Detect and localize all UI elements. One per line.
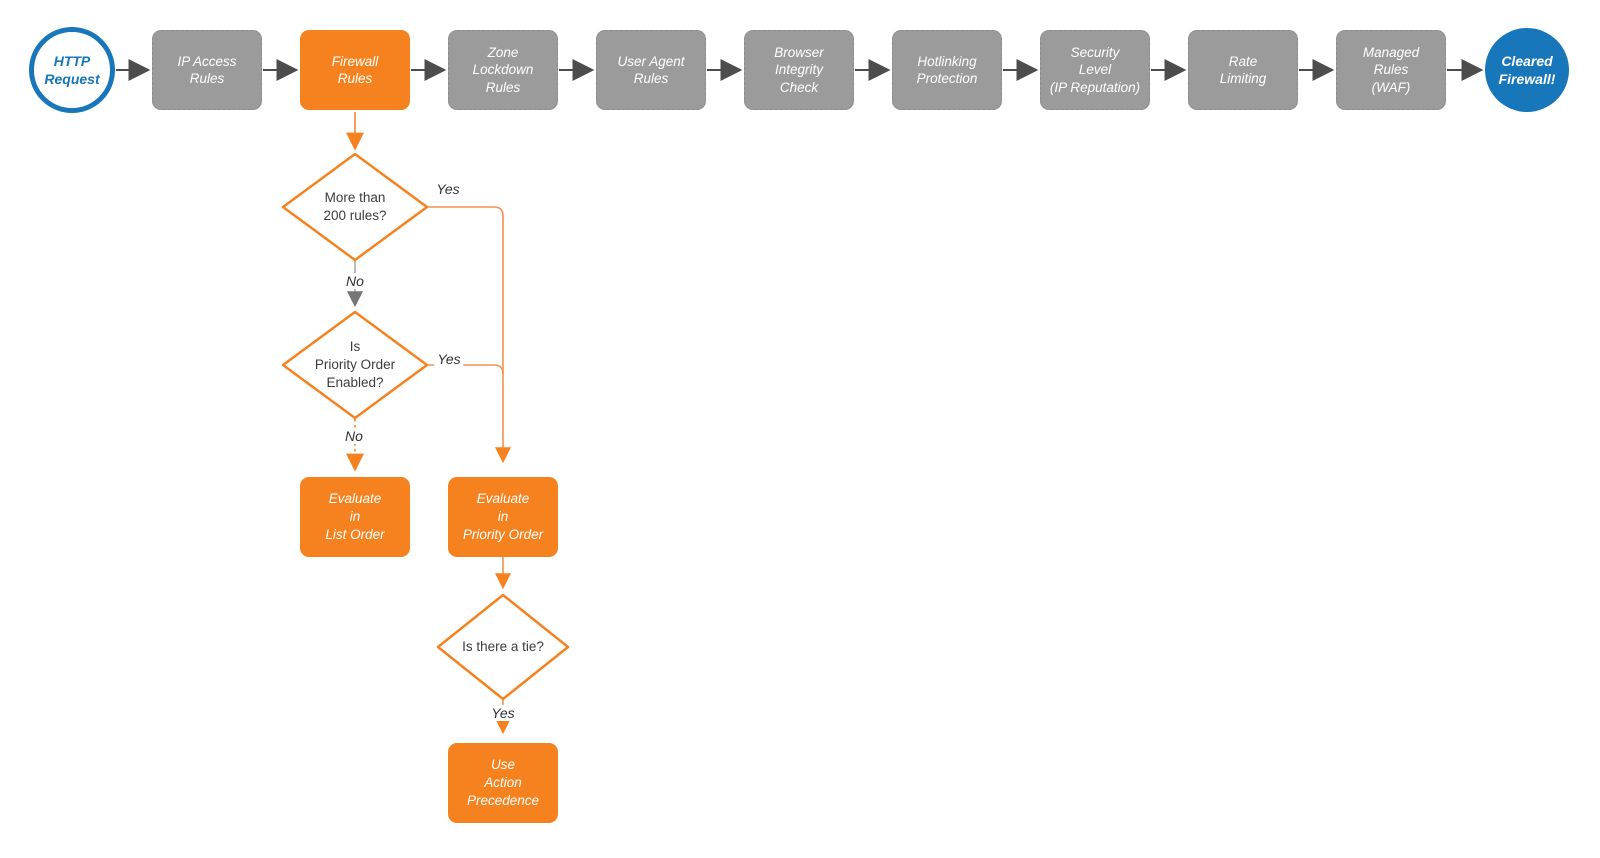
decision-priority-order-enabled: Is Priority Order Enabled? — [314, 338, 396, 391]
stage-user-agent-rules: User Agent Rules — [596, 30, 706, 110]
decision-is-there-a-tie: Is there a tie? — [462, 638, 544, 654]
node-http-request: HTTP Request — [29, 27, 115, 113]
edge-label-decision1-no: No — [343, 273, 367, 289]
decision-2-shape — [281, 310, 429, 420]
decision-1-shape — [281, 152, 429, 262]
decision-more-than-200-rules: More than 200 rules? — [323, 189, 387, 223]
node-cleared-firewall: Cleared Firewall! — [1485, 28, 1569, 112]
stage-hotlinking-protection: Hotlinking Protection — [892, 30, 1002, 110]
action-evaluate-in-priority-order: Evaluate in Priority Order — [448, 477, 558, 557]
stage-security-level: Security Level (IP Reputation) — [1040, 30, 1150, 110]
arrow-decision1-yes-to-priority — [427, 206, 511, 464]
stage-rate-limiting: Rate Limiting — [1188, 30, 1298, 110]
decision-3-shape — [436, 593, 570, 701]
stage-managed-rules-waf: Managed Rules (WAF) — [1336, 30, 1446, 110]
action-evaluate-in-list-order: Evaluate in List Order — [300, 477, 410, 557]
stage-firewall-rules: Firewall Rules — [300, 30, 410, 110]
edge-label-decision1-yes: Yes — [436, 181, 460, 197]
stage-browser-integrity-check: Browser Integrity Check — [744, 30, 854, 110]
edge-label-decision3-yes: Yes — [488, 705, 518, 721]
arrow-decision2-yes-merge — [427, 364, 504, 375]
stage-ip-access-rules: IP Access Rules — [152, 30, 262, 110]
action-use-action-precedence: Use Action Precedence — [448, 743, 558, 823]
stage-zone-lockdown-rules: Zone Lockdown Rules — [448, 30, 558, 110]
edge-label-decision2-no: No — [342, 428, 366, 444]
edge-label-decision2-yes: Yes — [434, 351, 464, 367]
